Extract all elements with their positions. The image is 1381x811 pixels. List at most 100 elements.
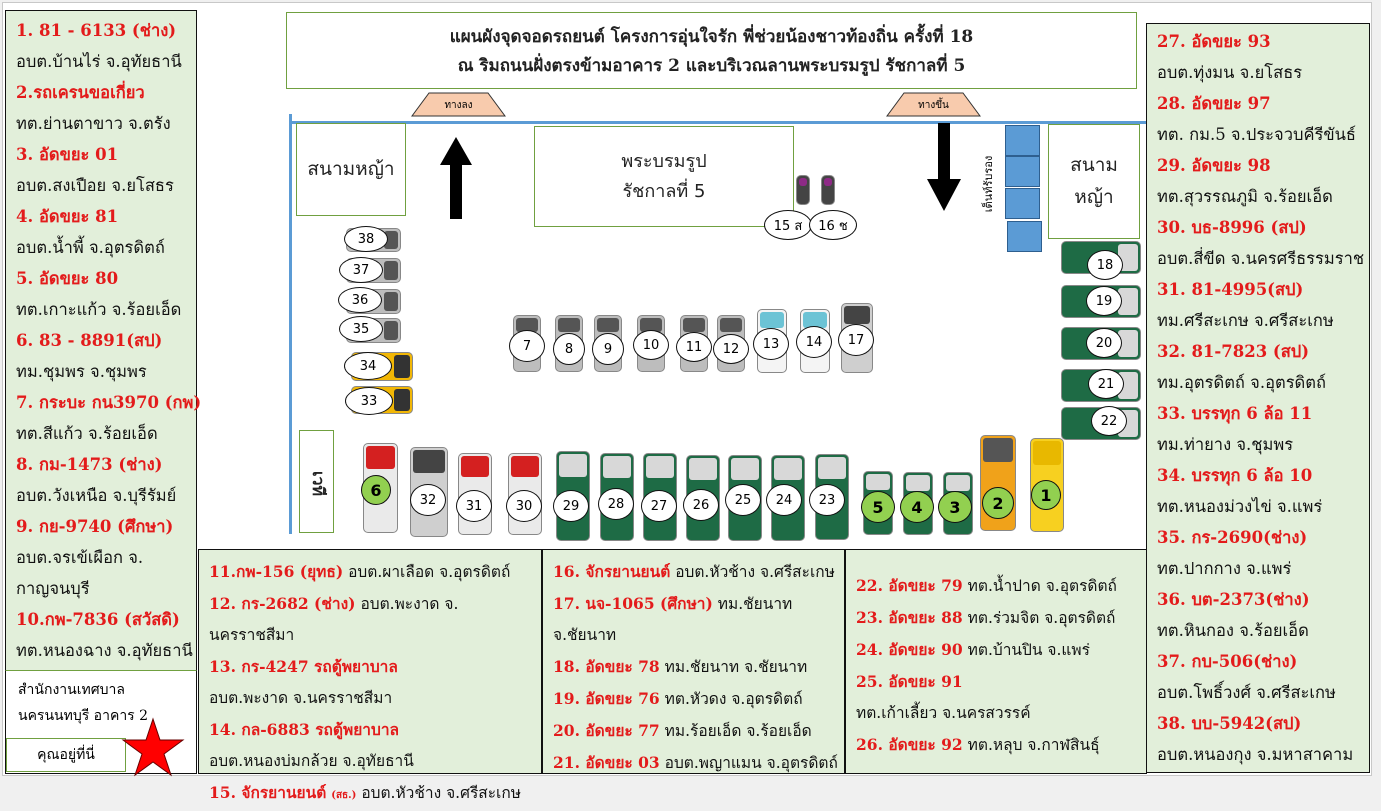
legend-item: 36. บต-2373(ช่าง) [1157, 584, 1369, 615]
building-line-1: สำนักงานเทศบาล [18, 682, 125, 698]
legend-vehicle-tag: (สธ.) [331, 790, 357, 801]
vehicle-number-badge[interactable]: 28 [598, 488, 634, 520]
vehicle-number-badge[interactable]: 21 [1088, 369, 1124, 399]
legend-organization: อบต.พะงาด จ. นครราชสีมา [209, 595, 459, 644]
vehicle-cab [558, 318, 580, 332]
legend-organization: อบต.สี่ขีด จ.นครศรีธรรมราช [1157, 249, 1365, 268]
you-are-here-label: คุณอยู่ที่นี่ [6, 738, 126, 772]
legend-vehicle-label: 18. อัดขยะ 78 [553, 657, 660, 676]
legend-organization: อบต.หนองบ่มกล้วย จ.อุทัยธานี [209, 752, 414, 770]
vehicle-number-badge[interactable]: 24 [766, 484, 802, 516]
legend-organization: ทม.ร้อยเอ็ด จ.ร้อยเอ็ด [664, 722, 812, 740]
legend-item: 27. อัดขยะ 93 [1157, 26, 1369, 57]
legend-bottom-panel-1: 11.กพ-156 (ยุทธ) อบต.ผาเลือด จ.อุตรดิตถ์… [198, 549, 542, 802]
legend-organization: ทต.เกาะแก้ว จ.ร้อยเอ็ด [16, 300, 182, 319]
vehicle-number-badge[interactable]: 16 ช [809, 210, 857, 240]
vehicle-cab [866, 474, 890, 490]
vehicle-number-badge[interactable]: 22 [1091, 406, 1127, 436]
statue-area: พระบรมรูป รัชกาลที่ 5 [534, 126, 794, 227]
ramp-up-label: ทางขึ้น [918, 100, 949, 111]
vehicle-number-badge[interactable]: 12 [713, 334, 749, 364]
vehicle-number-badge[interactable]: 34 [344, 352, 392, 380]
vehicle-number-badge[interactable]: 7 [509, 330, 545, 362]
vehicle-cab [818, 457, 846, 479]
lawn-right: สนาม หญ้า [1048, 124, 1140, 239]
vehicle-cab [384, 321, 398, 340]
road-line-left [289, 114, 292, 534]
vehicle-number-badge[interactable]: 27 [641, 490, 677, 522]
vehicle-number-badge[interactable]: 20 [1086, 328, 1122, 358]
motorcycle-vehicle[interactable] [796, 175, 810, 205]
vehicle-number-badge[interactable]: 37 [339, 257, 383, 283]
garbage-truck-vehicle[interactable] [903, 472, 933, 535]
vehicle-number-badge[interactable]: 31 [456, 490, 492, 522]
vehicle-number-badge[interactable]: 25 [725, 484, 761, 516]
motorcycle-vehicle[interactable] [821, 175, 835, 205]
vehicle-number-badge[interactable]: 17 [838, 324, 874, 356]
legend-item: 32. 81-7823 (สป) [1157, 336, 1369, 367]
vehicle-number-badge[interactable]: 36 [338, 287, 382, 313]
legend-organization: ทม.อุตรดิตถ์ จ.อุตรดิตถ์ [1157, 373, 1326, 392]
vehicle-number-badge[interactable]: 1 [1031, 480, 1061, 510]
vehicle-number-badge[interactable]: 9 [592, 333, 624, 365]
legend-item: 16. จักรยานยนต์ อบต.หัวช้าง จ.ศรีสะเกษ [553, 556, 844, 588]
legend-organization: อบต.พญาแมน จ.อุตรดิตถ์ [664, 754, 838, 772]
vehicle-cab [597, 318, 619, 332]
legend-organization: อบต.สงเปือย จ.ยโสธร [16, 176, 174, 195]
vehicle-number-badge[interactable]: 3 [938, 491, 972, 523]
vehicle-cab [394, 355, 410, 378]
ramp-up: ทางขึ้น [886, 92, 981, 117]
vehicle-number-badge[interactable]: 2 [982, 487, 1014, 519]
vehicle-number-badge[interactable]: 5 [861, 491, 895, 523]
legend-item: 29. อัดขยะ 98 [1157, 150, 1369, 181]
legend-item: 3. อัดขยะ 01 [16, 139, 196, 170]
tent-block [1007, 221, 1042, 252]
legend-organization: ทต.ร่วมจิต จ.อุตรดิตถ์ [967, 609, 1116, 627]
legend-bottom-panel-3: 22. อัดขยะ 79 ทต.น้ำปาด จ.อุตรดิตถ์23. อ… [845, 549, 1147, 774]
lawn-left: สนามหญ้า [296, 123, 406, 216]
vehicle-cab [511, 456, 539, 477]
legend-vehicle-label: 4. อัดขยะ 81 [16, 207, 119, 226]
vehicle-number-badge[interactable]: 8 [553, 333, 585, 365]
vehicle-number-badge[interactable]: 32 [410, 484, 446, 516]
legend-item: 8. กม-1473 (ช่าง) อบต.วังเหนือ จ.บุรีรัม… [16, 449, 196, 511]
legend-vehicle-label: 7. กระบะ กน3970 (กพ) [16, 393, 202, 412]
vehicle-number-badge[interactable]: 10 [633, 330, 669, 360]
title-box: แผนผังจุดจอดรถยนต์ โครงการอุ่นใจรัก พี่ช… [286, 12, 1137, 89]
legend-item: 13. กร-4247 รถตู้พยาบาล [209, 651, 541, 683]
legend-vehicle-label: 23. อัดขยะ 88 [856, 608, 963, 627]
legend-organization: ทต. กม.5 จ.ประจวบคีรีขันธ์ [1157, 125, 1356, 144]
vehicle-cab [689, 458, 717, 480]
legend-organization: ทม.ท่ายาง จ.ชุมพร [1157, 435, 1294, 454]
vehicle-number-badge[interactable]: 23 [809, 484, 845, 516]
vehicle-number-badge[interactable]: 19 [1086, 286, 1122, 316]
legend-vehicle-label: 3. อัดขยะ 01 [16, 145, 119, 164]
vehicle-number-badge[interactable]: 15 ส [764, 210, 812, 240]
vehicle-cab [1118, 244, 1138, 271]
legend-vehicle-label: 11.กพ-156 (ยุทธ) [209, 562, 344, 581]
vehicle-number-badge[interactable]: 18 [1087, 250, 1123, 280]
statue-label-2: รัชกาลที่ 5 [622, 181, 706, 202]
legend-organization: อบต.จรเข้เผือก จ. กาญจนบุรี [16, 548, 144, 598]
vehicle-number-badge[interactable]: 29 [553, 490, 589, 522]
legend-organization: ทต.หนองฉาง จ.อุทัยธานี [16, 641, 193, 660]
legend-organization: ทม.ชัยนาท จ.ชัยนาท [664, 658, 808, 676]
legend-item: 34. บรรทุก 6 ล้อ 10 [1157, 460, 1369, 491]
road-line-top [291, 121, 1146, 124]
vehicle-number-badge[interactable]: 26 [683, 489, 719, 521]
stage-label: เวที [309, 471, 328, 496]
vehicle-number-badge[interactable]: 33 [345, 387, 393, 415]
vehicle-number-badge[interactable]: 11 [676, 332, 712, 362]
vehicle-number-badge[interactable]: 4 [900, 491, 934, 523]
vehicle-number-badge[interactable]: 13 [753, 328, 789, 360]
vehicle-cab [844, 306, 870, 324]
legend-vehicle-label: 5. อัดขยะ 80 [16, 269, 119, 288]
vehicle-number-badge[interactable]: 6 [361, 475, 391, 505]
vehicle-number-badge[interactable]: 30 [506, 490, 542, 522]
vehicle-cab [461, 456, 489, 477]
vehicle-number-badge[interactable]: 35 [339, 316, 383, 342]
title-line-1: แผนผังจุดจอดรถยนต์ โครงการอุ่นใจรัก พี่ช… [449, 27, 974, 47]
vehicle-number-badge[interactable]: 14 [796, 326, 832, 358]
vehicle-number-badge[interactable]: 38 [344, 226, 388, 252]
